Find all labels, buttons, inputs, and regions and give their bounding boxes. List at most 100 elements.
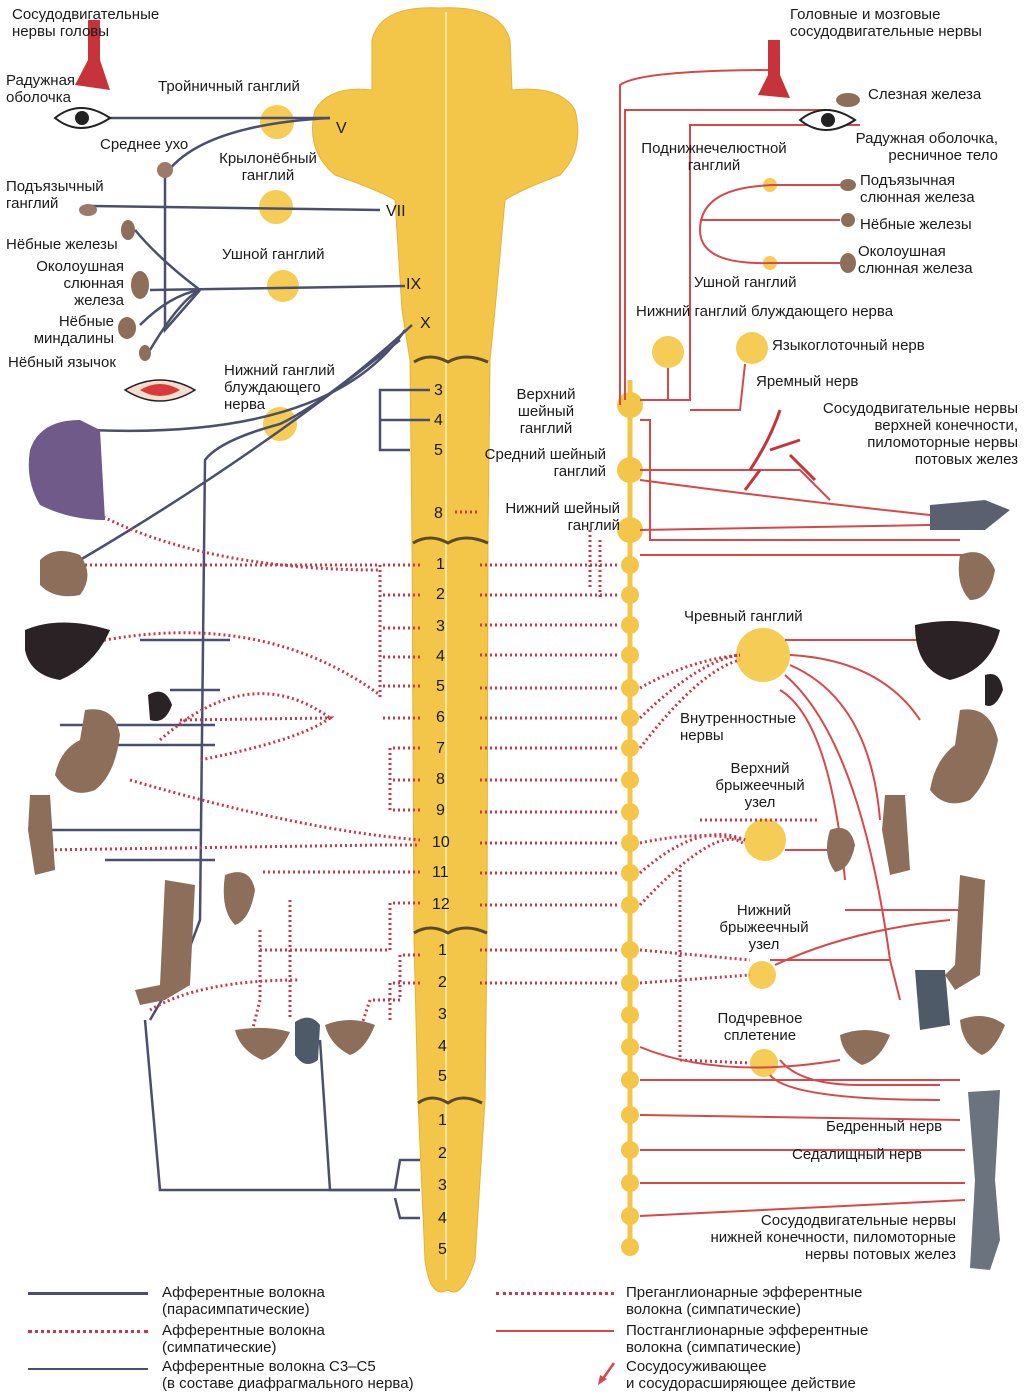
label-otic-ganglion-right: Ушной ганглий [694, 274, 796, 291]
colon-left [28, 795, 55, 875]
cranial-nerve-label: VII [386, 203, 406, 220]
label-trigeminal-ganglion: Тройничный ганглий [158, 78, 300, 95]
segment-label: 2 [436, 586, 445, 603]
liver-left [25, 623, 110, 681]
liver-right [915, 621, 1000, 680]
legend-swatch [28, 1368, 148, 1370]
segment-label: 10 [432, 834, 450, 851]
label-submandibular-ganglion: Поднижнечелюстной ганглий [624, 140, 804, 174]
legend-swatch [28, 1330, 148, 1333]
label-inferior-mesenteric-ganglion: Нижний брыжеечный узел [704, 902, 824, 953]
label-otic-ganglion-left: Ушной ганглий [222, 246, 324, 263]
arrow-icon [596, 1360, 618, 1386]
label-sublingual-gland: Подъязычная слюнная железа [860, 172, 975, 206]
spleen-left [148, 692, 172, 721]
uterus-right [840, 1030, 890, 1065]
segment-label: 4 [436, 648, 445, 665]
label-inferior-cervical-ganglion: Нижний шейный ганглий [470, 500, 620, 534]
cranial-nerve-label: V [336, 120, 347, 137]
label-sublingual-ganglion: Подъязычный ганглий [6, 178, 104, 212]
label-middle-ear: Среднее ухо [100, 136, 188, 153]
kidney-left [224, 872, 255, 925]
segment-label: 9 [436, 802, 445, 819]
segment-label: 1 [438, 1112, 447, 1129]
heart-right [959, 552, 995, 600]
segment-label: 5 [438, 1241, 447, 1258]
segment-label: 2 [438, 974, 447, 991]
segment-label: 5 [438, 1068, 447, 1085]
legend-text: Афферентные волокна (парасимпатические) [162, 1284, 325, 1318]
segment-label: 11 [432, 864, 449, 881]
label-parotid-left: Околоушная слюнная железа [10, 258, 124, 309]
label-parotid-right: Околоушная слюнная железа [858, 243, 973, 277]
label-splanchnic-nerves: Внутренностные нервы [680, 710, 796, 744]
label-middle-cervical-ganglion: Средний шейный ганглий [458, 446, 606, 480]
label-iris-left: Радужная оболочка [6, 72, 75, 106]
label-palatine-tonsils: Нёбные миндалины [10, 313, 114, 347]
label-jugular-nerve: Яремный нерв [756, 373, 858, 390]
label-head-vessels-left: Сосудодвигательные нервы головы [12, 6, 159, 40]
segment-label: 4 [438, 1210, 447, 1227]
label-inferior-vagus-ganglion-left: Нижний ганглий блуждающего нерва [224, 362, 335, 413]
heart-left [40, 551, 88, 596]
legend-swatch [496, 1292, 614, 1295]
bladder-left [235, 1028, 290, 1060]
label-femoral-nerve: Бедренный нерв [826, 1118, 942, 1135]
label-superior-mesenteric-ganglion: Верхний брыжеечный узел [700, 760, 820, 811]
label-hypogastric-plexus: Подчревное сплетение [700, 1010, 820, 1044]
gonad-left [295, 1018, 320, 1064]
segment-label: 5 [436, 678, 445, 695]
label-celiac-ganglion: Чревный ганглий [684, 608, 803, 625]
hand-right [930, 500, 1010, 530]
segment-label: 8 [436, 771, 445, 788]
segment-label: 5 [434, 442, 443, 459]
label-uvula: Нёбный язычок [8, 354, 116, 371]
segment-label: 3 [436, 618, 445, 635]
pterygopalatine-ganglion-node [259, 190, 293, 224]
label-lower-limb-nerves: Сосудодвигательные нервы нижней конечнос… [660, 1212, 956, 1263]
segment-label: 7 [436, 740, 445, 757]
legend-text: Преганглионарные эфферентные волокна (си… [626, 1284, 862, 1318]
segment-label: 2 [438, 1145, 447, 1162]
spinal-cord [313, 8, 578, 1292]
bladder-right [960, 1016, 1005, 1055]
lung-left [29, 420, 105, 520]
leg-right [968, 1090, 1000, 1270]
segment-label: 1 [438, 942, 447, 959]
label-inferior-vagus-ganglion-right: Нижний ганглий блуждающего нерва [636, 303, 893, 320]
label-pterygopalatine-ganglion: Крылонёбный ганглий [208, 150, 328, 184]
spleen-right [985, 674, 1003, 706]
label-head-vessels-right: Головные и мозговые сосудодвигательные н… [790, 6, 982, 40]
segment-label: 4 [438, 1038, 447, 1055]
label-lacrimal-gland: Слезная железа [868, 86, 981, 103]
legend-swatch [28, 1292, 148, 1295]
segment-label: 1 [436, 556, 445, 573]
kidney-right [827, 828, 855, 872]
segment-label: 3 [438, 1177, 447, 1194]
legend-text: Постганглионарные эфферентные волокна (с… [626, 1322, 868, 1356]
label-iris-ciliary: Радужная оболочка, ресничное тело [820, 130, 998, 164]
label-superior-cervical-ganglion: Верхний шейный ганглий [506, 386, 586, 437]
postganglionic-fibers [620, 70, 965, 1216]
rectum-left [135, 880, 195, 1005]
legend-text: Афферентные волокна С3–С5 (в составе диа… [162, 1358, 414, 1392]
uterus-left [325, 1020, 375, 1055]
head-vessel-right [758, 40, 790, 98]
legend-swatch [496, 1330, 614, 1332]
segment-label: 3 [434, 382, 443, 399]
label-glossopharyngeal-nerve: Языкоглоточный нерв [772, 337, 925, 354]
segment-label: 8 [434, 505, 443, 522]
colon-right [882, 795, 910, 875]
legend-text: Афферентные волокна (симпатические) [162, 1322, 325, 1356]
segment-label: 3 [438, 1006, 447, 1023]
label-upper-limb-nerves: Сосудодвигательные нервы верхней конечно… [790, 400, 1018, 468]
label-palatine-glands-right: Нёбные железы [860, 216, 972, 233]
cranial-nerve-label: X [420, 315, 431, 332]
label-sciatic-nerve: Седалищный нерв [792, 1146, 922, 1163]
stomach-left [55, 709, 120, 793]
stomach-right [930, 709, 998, 803]
segment-label: 4 [434, 412, 443, 429]
cranial-nerve-label: IX [406, 276, 421, 293]
